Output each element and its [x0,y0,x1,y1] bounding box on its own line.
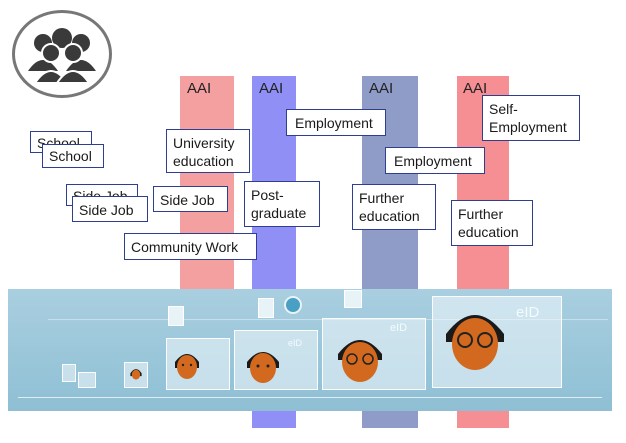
avatar-face-2 [175,354,199,379]
self-employment-box: Self-Employment [482,95,580,141]
eid-label: eID [288,338,303,348]
globe-icon [284,296,302,314]
avatar-face-1 [130,369,142,380]
stage-card-2 [78,372,96,388]
aai-label-2: AAI [259,80,284,97]
document-icon [258,298,274,318]
document-icon [168,306,184,326]
eid-label: eID [516,304,540,321]
avatar-face-3 [247,352,279,383]
university-education-box: University education [166,129,250,173]
people-group-icon [12,10,112,98]
community-work-box: Community Work [124,233,257,260]
stage-card-1 [62,364,76,382]
side-job-box: Side Job [72,196,148,222]
school-box: School [42,144,104,168]
document-icon [344,290,362,308]
aai-label-4: AAI [463,80,488,97]
postgraduate-box: Post-graduate [244,181,320,227]
avatar-face-5 [446,315,504,370]
avatar-face-4 [338,340,382,382]
aai-label-1: AAI [187,80,212,97]
stage-card-3 [124,362,148,388]
further-education-box-2: Further education [451,200,533,246]
eid-label: eID [390,322,408,334]
employment-box-1: Employment [286,109,386,136]
side-job-box-2: Side Job [153,186,228,212]
aai-label-3: AAI [369,80,394,97]
employment-box-2: Employment [385,147,485,174]
further-education-box-1: Further education [352,184,436,230]
